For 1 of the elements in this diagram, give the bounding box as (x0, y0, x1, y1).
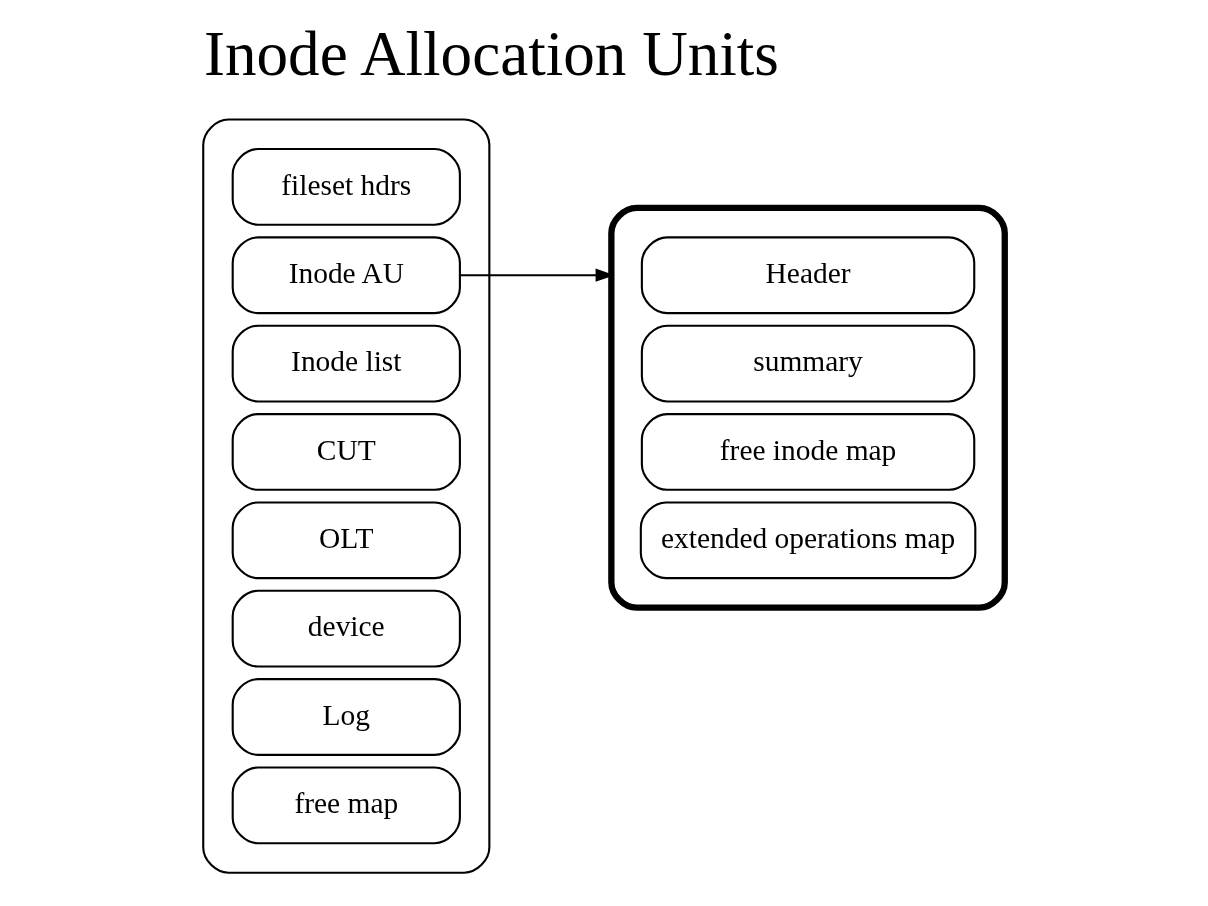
diagram-title: Inode Allocation Units (203, 19, 779, 90)
